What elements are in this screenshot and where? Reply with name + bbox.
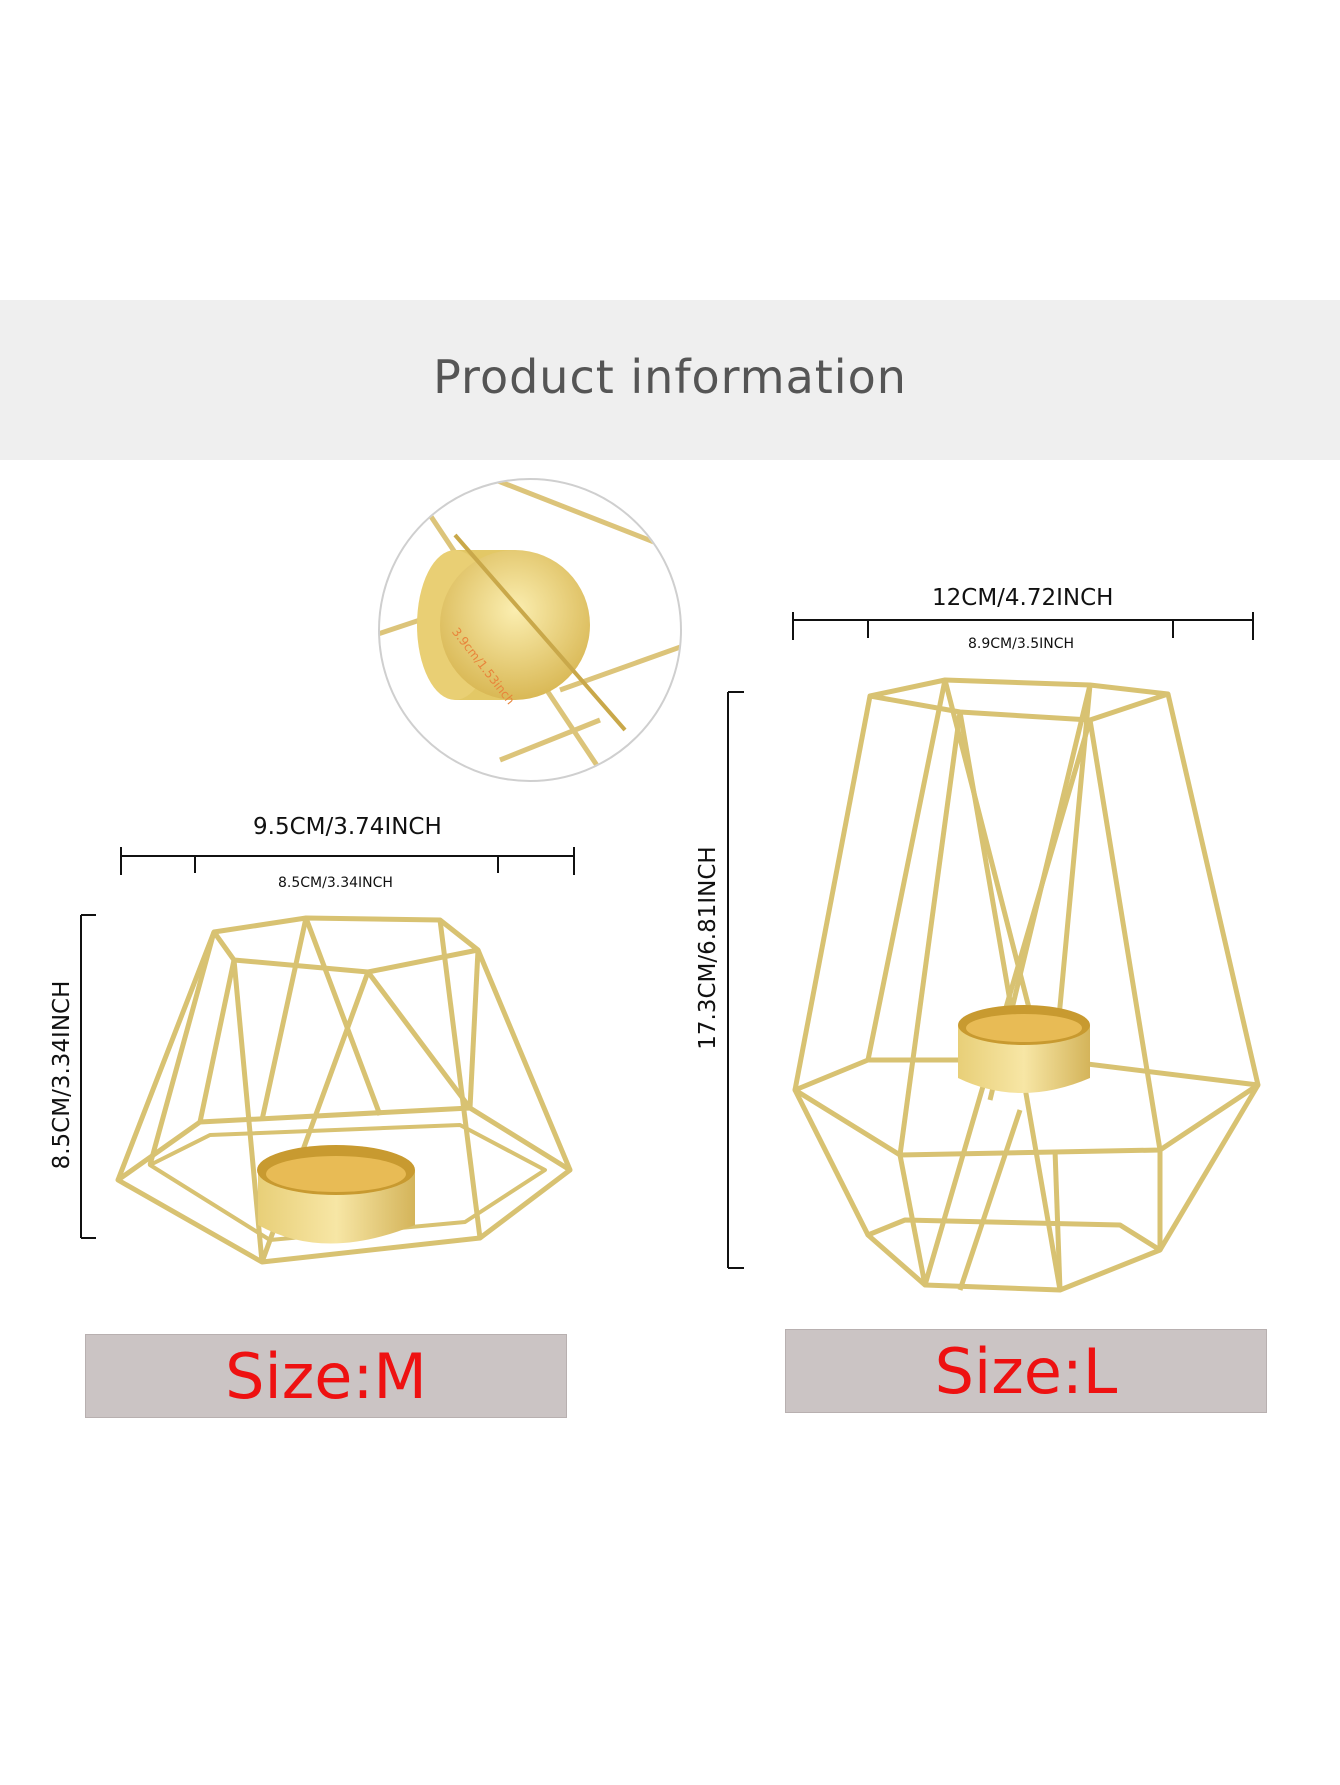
header-band [0, 300, 1340, 460]
medium-inner-width-label: 8.5CM/3.34INCH [278, 875, 393, 891]
size-l-label: Size:L [934, 1334, 1118, 1408]
tealight-cup-large-icon [958, 1005, 1090, 1093]
large-height-dimension-line [727, 691, 744, 1269]
medium-outer-width-label: 9.5CM/3.74INCH [253, 814, 442, 840]
medium-width-dimension-lines [120, 847, 575, 875]
page-title: Product information [433, 350, 907, 404]
size-m-label: Size:M [225, 1339, 427, 1413]
large-height-label: 17.3CM/6.81INCH [695, 846, 721, 1050]
large-inner-width-label: 8.9CM/3.5INCH [968, 636, 1075, 652]
medium-height-label: 8.5CM/3.34INCH [49, 980, 75, 1170]
size-l-badge: Size:L [785, 1329, 1267, 1413]
geometric-tealight-holder-medium-icon [115, 915, 573, 1265]
size-m-badge: Size:M [85, 1334, 567, 1418]
zoom-detail-circle-icon [378, 478, 682, 782]
geometric-tealight-holder-large-icon [792, 677, 1261, 1293]
tealight-cup-medium-icon [257, 1145, 415, 1244]
large-width-dimension-lines [792, 612, 1254, 640]
large-outer-width-label: 12CM/4.72INCH [932, 585, 1114, 611]
medium-height-dimension-line [80, 914, 96, 1239]
